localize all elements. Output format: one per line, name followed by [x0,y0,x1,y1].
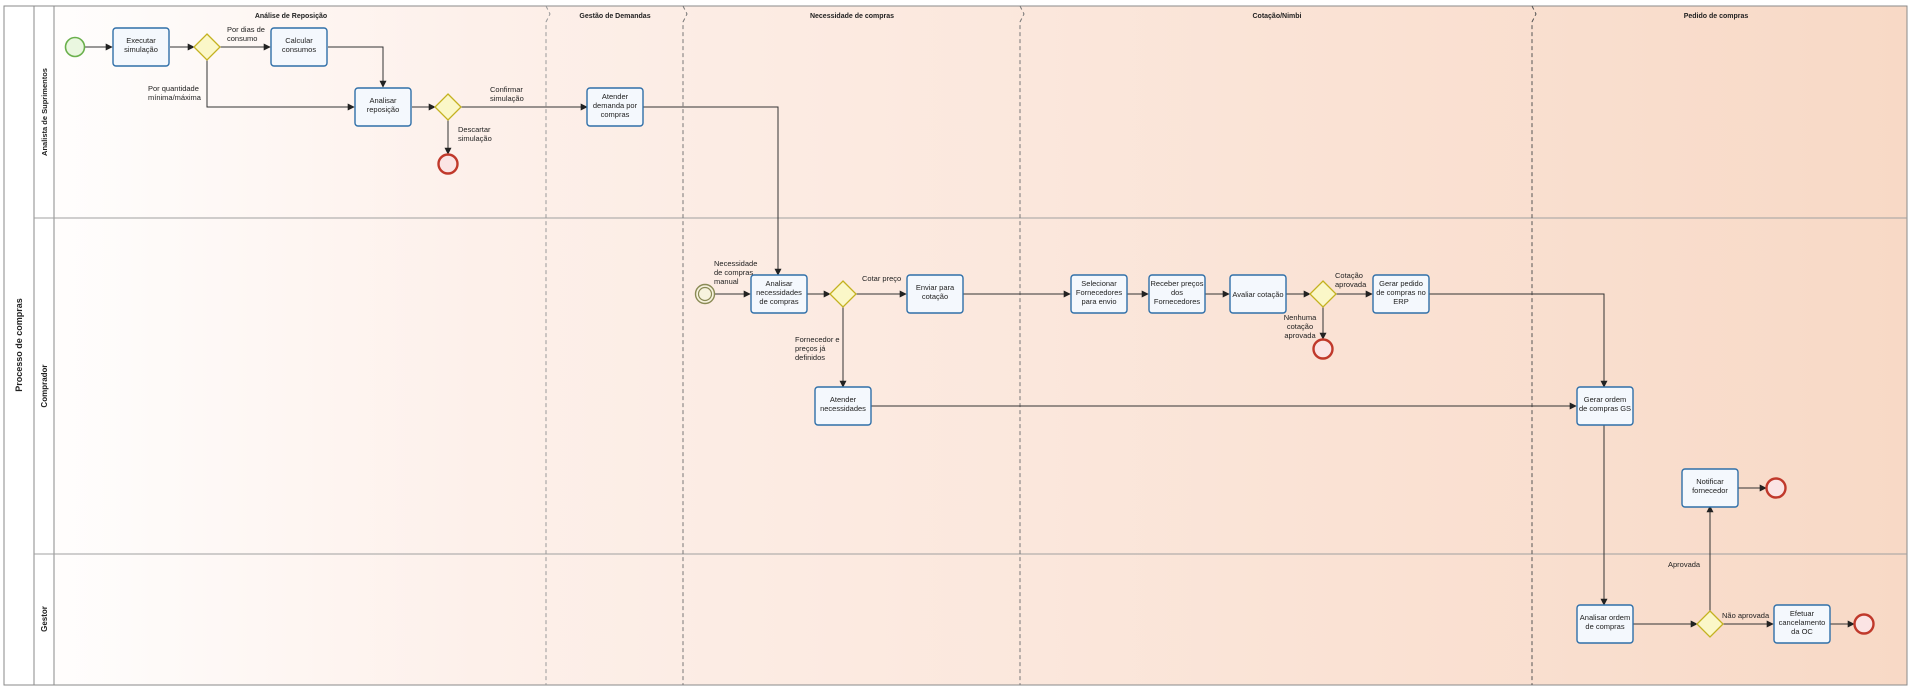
pool-label: Processo de compras [14,298,24,392]
flow-gw1-analisar [206,59,355,111]
gateway-confirmar [434,93,462,121]
task-avaliar-cotacao[interactable]: Avaliar cotação [1229,274,1287,314]
end-event-notificar [1765,477,1787,499]
lane-label-analista: Analista de Suprimentos [40,68,49,156]
label-aprovada: Aprovada [1668,560,1701,569]
end-event-descartar [437,153,459,175]
gateway-dias-quantidade [193,33,221,61]
phase-label-cotacao: Cotação/Nimbi [1252,13,1301,20]
phase-label-reposicao: Análise de Reposição [255,13,327,20]
flow-atender-analisar-nec [643,106,782,276]
end-event-cancelamento [1853,613,1875,635]
phase-label-pedido: Pedido de compras [1684,13,1749,20]
phase-label-demandas: Gestão de Demandas [579,13,650,20]
gateway-cotar [829,280,857,308]
start-event-manual [694,283,716,305]
label-nao-aprovada: Não aprovada [1722,611,1770,620]
start-event [64,36,86,58]
svg-text:Avaliar cotação: Avaliar cotação [1232,290,1283,299]
lane-label-comprador: Comprador [40,364,49,407]
flow-gerar-erp-gerar-gs [1428,293,1608,388]
sequence-flows [85,43,1855,628]
gateway-cotacao-aprovada [1309,280,1337,308]
gateway-aprovacao [1696,610,1724,638]
label-cotar: Cotar preço [862,274,901,283]
flow-calcular-analisar [328,46,387,88]
lane-label-gestor: Gestor [40,606,49,632]
phase-label-necessidade: Necessidade de compras [810,13,894,20]
pool: Processo de compras Analista de Suprimen… [3,5,1908,686]
end-event-nenhuma-cotacao [1312,338,1334,360]
